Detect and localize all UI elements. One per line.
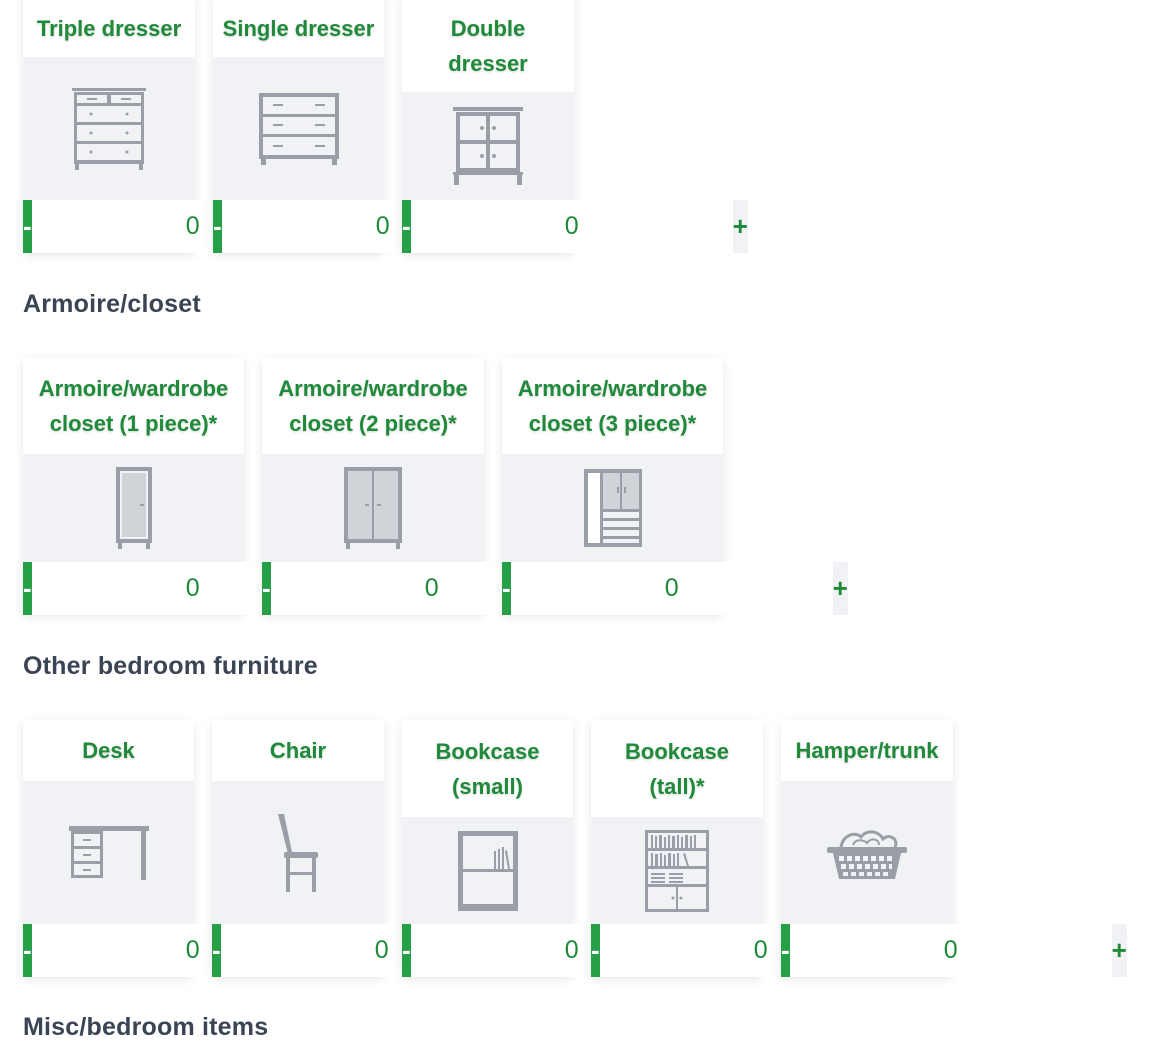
decrement-button[interactable]: -	[212, 924, 221, 977]
quantity-input[interactable]	[510, 562, 833, 615]
item-card-bookcase-tall: Bookcase (tall)* - +	[591, 720, 937, 977]
quantity-stepper: - +	[23, 562, 369, 615]
increment-button[interactable]: +	[732, 200, 748, 253]
section-heading-misc-bedroom: Misc/bedroom items	[23, 1013, 269, 1041]
triple-dresser-icon	[72, 87, 146, 170]
item-image	[402, 92, 574, 200]
decrement-button[interactable]: -	[781, 924, 790, 977]
quantity-stepper: - +	[502, 562, 848, 615]
item-card-triple-dresser: Triple dresser - +	[23, 0, 369, 253]
item-card-hamper: Hamper/trunk - +	[781, 720, 1127, 977]
quantity-stepper: - +	[23, 924, 369, 977]
item-card-chair: Chair - +	[212, 720, 558, 977]
item-title: Bookcase (small)	[402, 720, 573, 817]
item-card-armoire-3-piece: Armoire/wardrobe closet (3 piece)* - +	[502, 358, 848, 615]
item-title: Single dresser	[213, 0, 384, 57]
wardrobe-2-piece-icon	[344, 467, 402, 549]
double-dresser-icon	[453, 107, 523, 185]
decrement-button[interactable]: -	[262, 562, 271, 615]
item-title: Armoire/wardrobe closet (2 piece)*	[262, 358, 484, 454]
decrement-button[interactable]: -	[213, 200, 222, 253]
decrement-button[interactable]: -	[502, 562, 511, 615]
increment-button[interactable]: +	[1111, 924, 1127, 977]
item-card-armoire-1-piece: Armoire/wardrobe closet (1 piece)* - +	[23, 358, 369, 615]
item-card-bookcase-small: Bookcase (small) - +	[402, 720, 748, 977]
decrement-button[interactable]: -	[591, 924, 600, 977]
quantity-stepper: - +	[212, 924, 558, 977]
item-card-single-dresser: Single dresser - +	[213, 0, 559, 253]
item-title: Armoire/wardrobe closet (1 piece)*	[23, 358, 244, 454]
bookcase-tall-icon	[645, 829, 709, 912]
desk-icon	[68, 825, 149, 880]
section-heading-armoire: Armoire/closet	[23, 290, 201, 318]
decrement-button[interactable]: -	[402, 200, 411, 253]
quantity-stepper: - +	[262, 562, 608, 615]
item-title: Armoire/wardrobe closet (3 piece)*	[502, 358, 723, 454]
wardrobe-1-piece-icon	[115, 467, 152, 549]
bookcase-small-icon	[457, 830, 518, 911]
item-image	[213, 57, 384, 200]
quantity-input[interactable]	[789, 924, 1112, 977]
quantity-input[interactable]	[410, 200, 733, 253]
item-card-desk: Desk - +	[23, 720, 369, 977]
wardrobe-3-piece-icon	[583, 469, 642, 547]
item-card-double-dresser: Double dresser - +	[402, 0, 748, 253]
item-image	[23, 781, 194, 924]
quantity-stepper: - +	[213, 200, 559, 253]
increment-button[interactable]: +	[832, 562, 848, 615]
item-image	[23, 454, 244, 562]
item-image	[402, 817, 573, 924]
quantity-stepper: - +	[402, 200, 748, 253]
hamper-icon	[827, 830, 907, 879]
item-image	[23, 57, 195, 200]
item-image	[502, 454, 723, 562]
decrement-button[interactable]: -	[23, 200, 32, 253]
item-title: Hamper/trunk	[781, 720, 953, 781]
quantity-stepper: - +	[781, 924, 1127, 977]
decrement-button[interactable]: -	[402, 924, 411, 977]
item-title: Triple dresser	[23, 0, 195, 57]
quantity-stepper: - +	[402, 924, 748, 977]
decrement-button[interactable]: -	[23, 924, 32, 977]
quantity-stepper: - +	[591, 924, 937, 977]
item-title: Desk	[23, 720, 194, 781]
single-dresser-icon	[258, 92, 339, 165]
chair-icon	[278, 813, 318, 892]
item-title: Double dresser	[402, 0, 574, 92]
item-image	[262, 454, 484, 562]
item-card-armoire-2-piece: Armoire/wardrobe closet (2 piece)* - +	[262, 358, 608, 615]
item-image	[781, 781, 953, 924]
decrement-button[interactable]: -	[23, 562, 32, 615]
quantity-stepper: - +	[23, 200, 369, 253]
item-image	[212, 781, 384, 924]
item-title: Bookcase (tall)*	[591, 720, 763, 817]
section-heading-other-bedroom: Other bedroom furniture	[23, 652, 318, 680]
item-image	[591, 817, 763, 924]
item-title: Chair	[212, 720, 384, 781]
